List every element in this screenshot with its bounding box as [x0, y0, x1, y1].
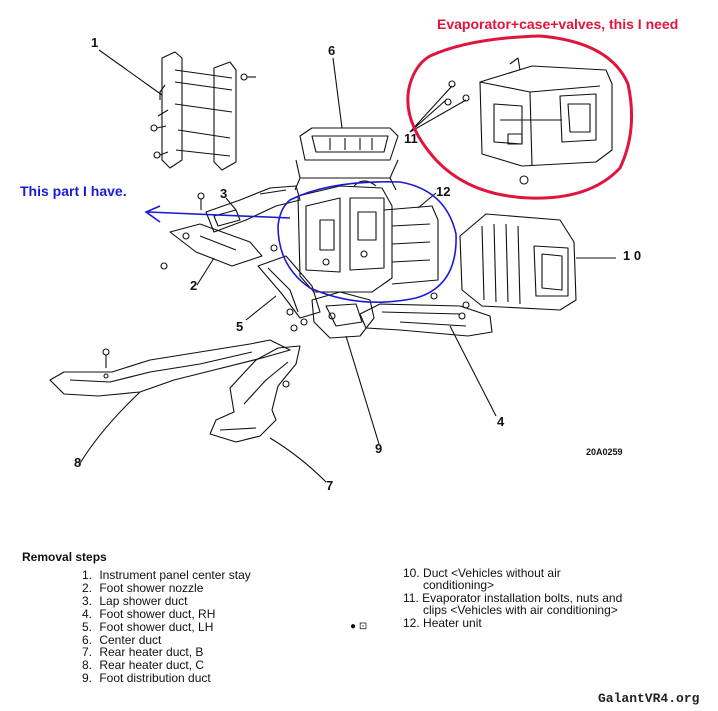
part-5-foot-shower-duct-lh — [257, 255, 321, 319]
removal-step: 8. Rear heater duct, C — [82, 658, 205, 673]
removal-step: 1. Instrument panel center stay — [82, 568, 251, 582]
red-annotation-circle — [406, 34, 634, 200]
leader-11 — [409, 85, 467, 133]
removal-step-continuation: clips <Vehicles with air conditioning> — [423, 603, 618, 618]
removal-step: 10. Duct <Vehicles without air — [403, 566, 561, 580]
part-2-foot-shower-nozzle — [160, 192, 263, 270]
callout-6: 6 — [328, 43, 335, 58]
removal-step: 2. Foot shower nozzle — [82, 580, 204, 595]
callout-4: 4 — [497, 414, 505, 429]
exploded-parts-diagram: 1 2 3 4 5 6 7 8 9 1 0 11 12 20A0259 — [49, 34, 641, 493]
part-6-center-duct — [294, 127, 399, 191]
removal-step: 9. Foot distribution duct — [82, 671, 211, 686]
part-1-center-stay — [150, 51, 256, 171]
part-11-evaporator-case — [444, 57, 613, 185]
removal-step: 6. Center duct — [82, 632, 162, 647]
callout-2: 2 — [190, 278, 197, 293]
leader-4 — [449, 325, 497, 417]
part-4-foot-shower-duct-rh — [359, 303, 493, 337]
leader-6 — [332, 57, 343, 129]
blue-annotation-text: This part I have. — [20, 183, 127, 199]
leader-8 — [78, 391, 141, 466]
part-12-heater-unit — [297, 180, 439, 293]
part-8-rear-heater-duct-c — [49, 339, 291, 397]
removal-steps-right: 10. Duct <Vehicles without air condition… — [403, 567, 622, 629]
callout-5: 5 — [236, 319, 243, 334]
part-3-lap-shower-duct — [205, 185, 301, 233]
removal-step: 12. Heater unit — [403, 615, 482, 630]
callout-8: 8 — [74, 455, 81, 470]
blue-arrow — [144, 205, 291, 223]
callout-11: 11 — [404, 131, 418, 146]
leader-1 — [98, 49, 163, 96]
removal-step: 7. Rear heater duct, B — [82, 645, 204, 660]
site-watermark: GalantVR4.org — [598, 691, 700, 706]
callout-3: 3 — [220, 186, 227, 201]
reference-marker: ● ⊡ — [350, 621, 368, 632]
removal-step: 3. Lap shower duct — [82, 593, 188, 608]
callout-10: 1 0 — [623, 248, 641, 263]
leader-5 — [245, 295, 277, 321]
blue-annotation-circle — [277, 181, 457, 304]
removal-steps-left: 1. Instrument panel center stay 2. Foot … — [82, 569, 251, 685]
leader-7 — [269, 437, 327, 483]
callout-1: 1 — [91, 35, 98, 50]
leader-3 — [225, 197, 237, 211]
part-7-rear-heater-duct-b — [209, 345, 301, 443]
part-9-foot-distribution-duct — [286, 291, 375, 339]
removal-step: 5. Foot shower duct, LH — [82, 619, 214, 634]
removal-step-continuation: conditioning> — [423, 578, 495, 593]
red-annotation-text: Evaporator+case+valves, this I need — [437, 16, 679, 32]
callout-7: 7 — [326, 478, 333, 493]
removal-steps-title: Removal steps — [22, 550, 107, 564]
callout-9: 9 — [375, 441, 382, 456]
removal-step: 4. Foot shower duct, RH — [82, 606, 216, 621]
removal-step: 11. Evaporator installation bolts, nuts … — [403, 590, 623, 605]
leader-2 — [196, 257, 215, 286]
leader-9 — [345, 335, 380, 445]
callout-12: 12 — [436, 184, 450, 199]
figure-code: 20A0259 — [586, 447, 623, 457]
